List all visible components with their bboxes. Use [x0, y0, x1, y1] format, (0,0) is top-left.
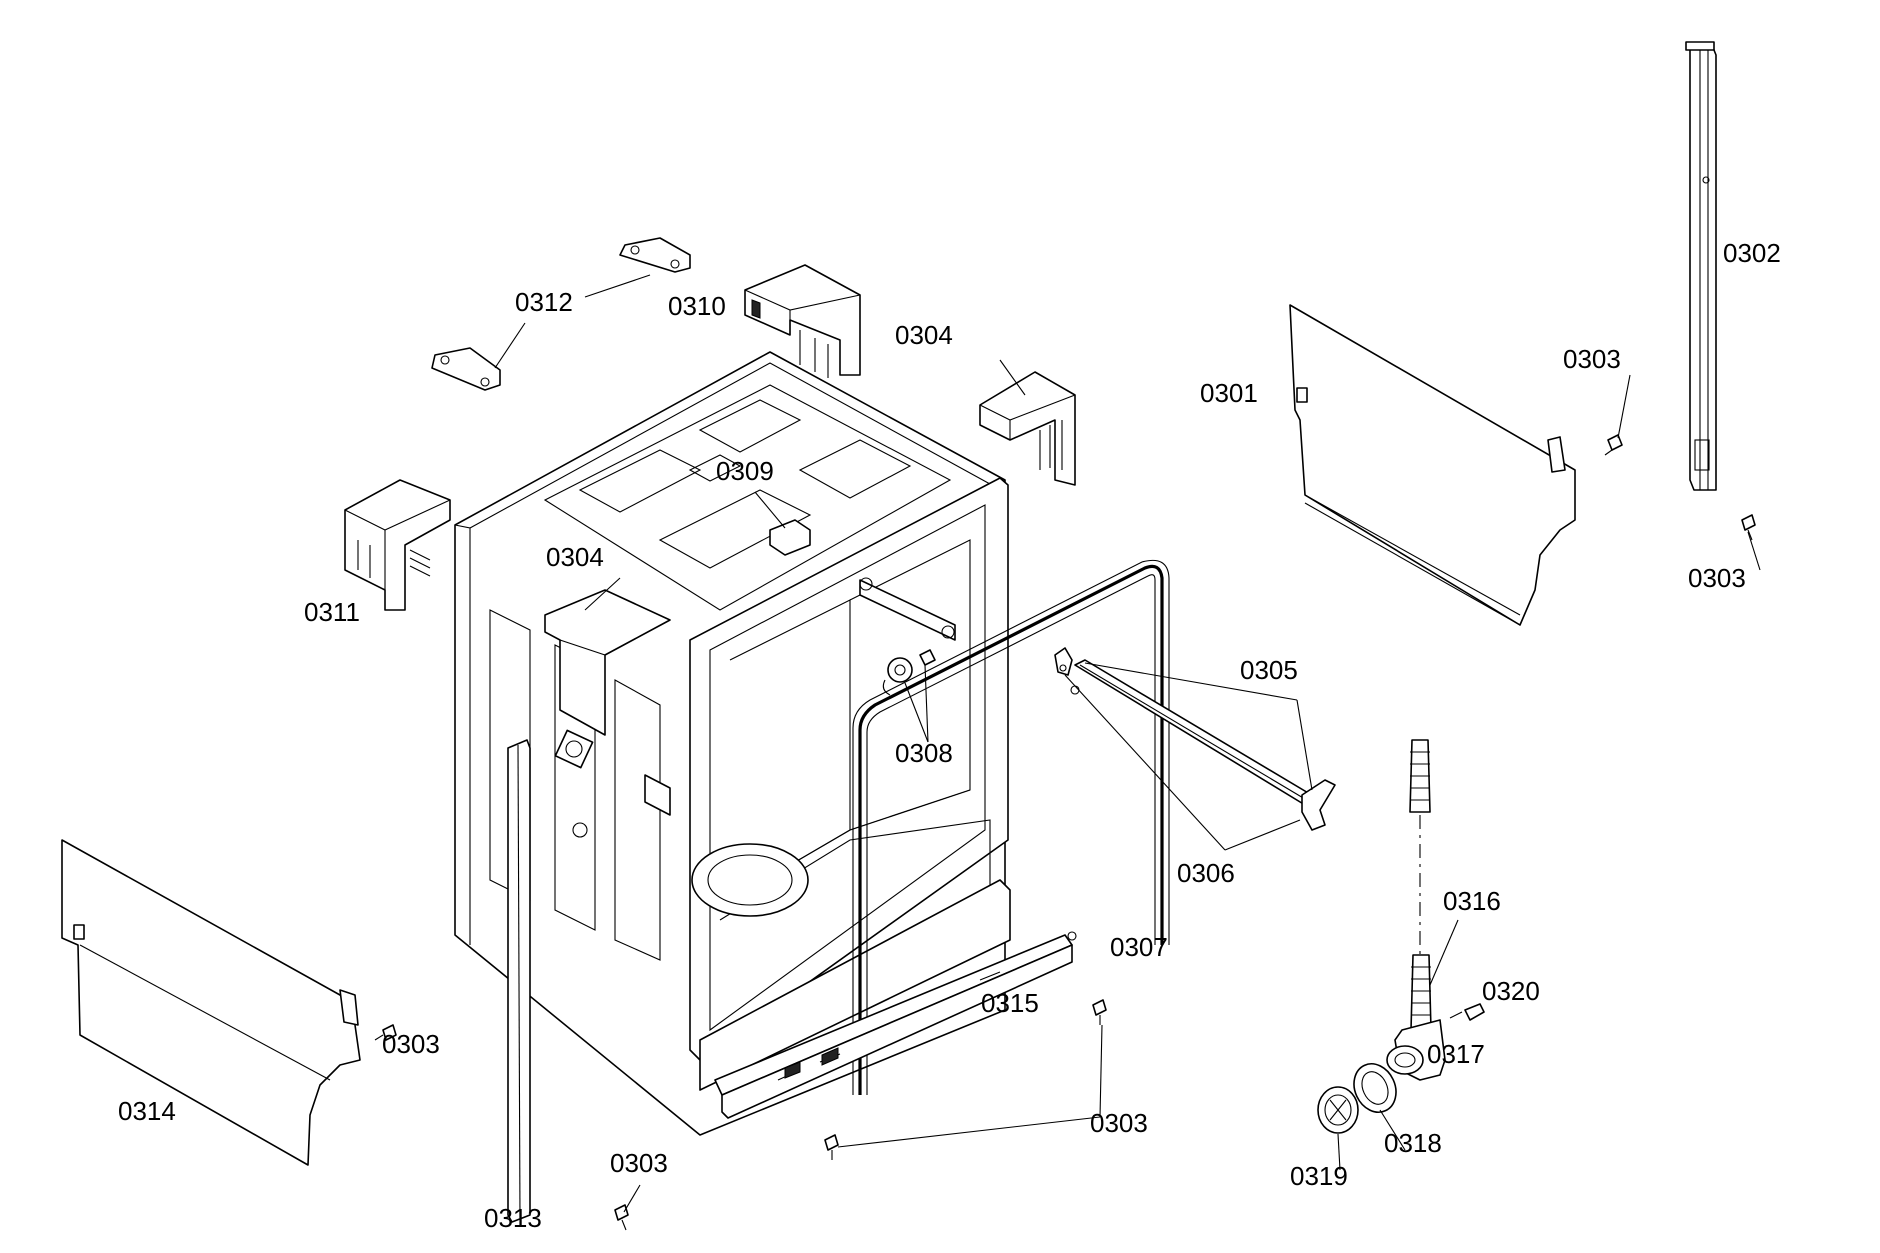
callout-0304-b: 0304	[546, 542, 604, 572]
bracket-0304-left	[544, 589, 671, 736]
dishwasher-tub	[454, 351, 1011, 1136]
callout-0303-d: 0303	[1090, 1108, 1148, 1138]
callout-0305: 0305	[1240, 655, 1298, 685]
callout-0309: 0309	[716, 456, 774, 486]
side-panel-0314	[61, 839, 361, 1166]
vertical-strip-0302	[1685, 41, 1717, 491]
hinge-plate-0312	[431, 237, 691, 391]
callout-0303-b: 0303	[1688, 563, 1746, 593]
callout-0314: 0314	[118, 1096, 176, 1126]
fitting-0317	[1386, 1019, 1446, 1081]
callout-0304-a: 0304	[895, 320, 953, 350]
callout-0306: 0306	[1177, 858, 1235, 888]
clip-0309	[769, 519, 811, 556]
callout-0313: 0313	[484, 1203, 542, 1233]
bracket-0311	[344, 479, 451, 611]
hinge-parts-0308	[882, 649, 936, 696]
callout-0303-c: 0303	[382, 1029, 440, 1059]
callout-0303-a: 0303	[1563, 344, 1621, 374]
callout-0319: 0319	[1290, 1161, 1348, 1191]
callout-0316: 0316	[1443, 886, 1501, 916]
callout-0315: 0315	[981, 988, 1039, 1018]
callout-0308: 0308	[895, 738, 953, 768]
callout-0303-e: 0303	[610, 1148, 668, 1178]
callout-0312: 0312	[515, 287, 573, 317]
callout-0310: 0310	[668, 291, 726, 321]
callout-0307: 0307	[1110, 932, 1168, 962]
nut-0319	[1317, 1086, 1359, 1134]
screw-0320	[1449, 1003, 1485, 1021]
callout-0318: 0318	[1384, 1128, 1442, 1158]
leader-lines	[494, 274, 1761, 1213]
callout-0302: 0302	[1723, 238, 1781, 268]
callout-0320: 0320	[1482, 976, 1540, 1006]
door-seal-0307	[852, 559, 1170, 1095]
callout-0311: 0311	[304, 597, 360, 627]
rail-0305	[1054, 647, 1336, 831]
ring-0318	[1353, 1063, 1397, 1113]
base-strip-0315	[714, 931, 1077, 1119]
vertical-strip-0313	[507, 739, 531, 1223]
callout-0317: 0317	[1427, 1039, 1485, 1069]
bracket-0304-right	[979, 371, 1076, 486]
screws-0303	[374, 434, 1756, 1231]
callout-labels: 0301 0302 0303 0303 0303 0303 0303 0304 …	[118, 238, 1781, 1233]
callout-0301: 0301	[1200, 378, 1258, 408]
hinge-bracket-0310	[744, 264, 861, 378]
side-panel-0301	[1289, 304, 1576, 626]
hose-0316	[1409, 739, 1432, 1031]
